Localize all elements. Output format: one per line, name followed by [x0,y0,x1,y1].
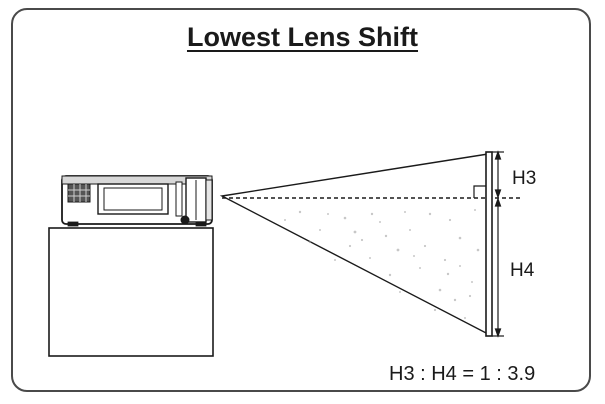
h3-dimension [492,150,504,199]
diagram-title: Lowest Lens Shift [186,22,419,52]
h4-dimension [492,197,504,338]
ratio-text: H3 : H4 = 1 : 3.9 [389,363,536,385]
right-angle-marker [473,185,486,198]
projection-cone [219,153,489,336]
h4-label: H4 [510,260,535,281]
projector-icon [61,175,213,227]
table [48,227,214,357]
screen [485,151,493,337]
h3-label: H3 [512,168,537,189]
